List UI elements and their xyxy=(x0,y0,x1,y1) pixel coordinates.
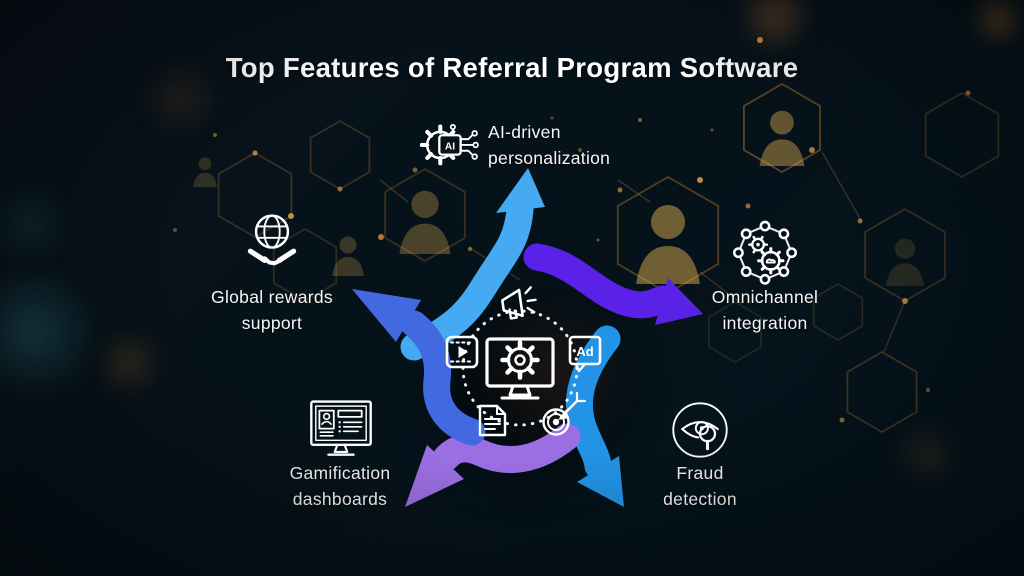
connected-gears-network-icon xyxy=(732,220,798,285)
feature-label-line: AI-driven xyxy=(488,122,561,142)
video-player-icon xyxy=(445,335,479,369)
arrowhead-ai xyxy=(496,168,545,213)
arrowhead-fraud xyxy=(577,456,624,507)
arrow-to-gamification xyxy=(432,423,581,473)
megaphone-icon xyxy=(501,286,537,320)
ad-bubble-icon: Ad xyxy=(568,335,602,373)
arrow-to-ai xyxy=(400,196,534,361)
feature-label-line: Omnichannel xyxy=(711,287,819,307)
document-icon xyxy=(478,404,507,437)
arrow-to-omnichannel xyxy=(523,243,677,319)
svg-text:Ad: Ad xyxy=(576,344,593,359)
feature-label-line: detection xyxy=(663,489,737,509)
dashboard-monitor-icon xyxy=(310,400,372,456)
arrowhead-gamification xyxy=(405,445,464,507)
feature-label-line: integration xyxy=(722,313,808,333)
globe-handshake-icon xyxy=(247,214,297,266)
feature-label-line: Gamification xyxy=(289,463,391,483)
arrow-to-fraud xyxy=(565,325,621,480)
arrowhead-omnichannel xyxy=(655,278,703,325)
feature-label-line: Fraud xyxy=(676,463,724,483)
feature-label-line: dashboards xyxy=(292,489,388,509)
feature-label-line: support xyxy=(241,313,303,333)
arrowhead-global xyxy=(352,289,421,342)
svg-text:AI: AI xyxy=(445,141,455,152)
target-dart-icon xyxy=(542,391,587,436)
feature-label-line: Global rewards xyxy=(211,287,333,307)
ai-chip-gear-icon: AI xyxy=(419,124,479,166)
page-title: Top Features of Referral Program Softwar… xyxy=(225,52,799,83)
eye-magnifier-icon xyxy=(672,402,728,458)
monitor-gear-icon xyxy=(485,337,555,400)
arrow-to-global xyxy=(400,310,486,446)
feature-label-line: personalization xyxy=(488,148,611,168)
center-hub: Ad xyxy=(445,286,602,437)
